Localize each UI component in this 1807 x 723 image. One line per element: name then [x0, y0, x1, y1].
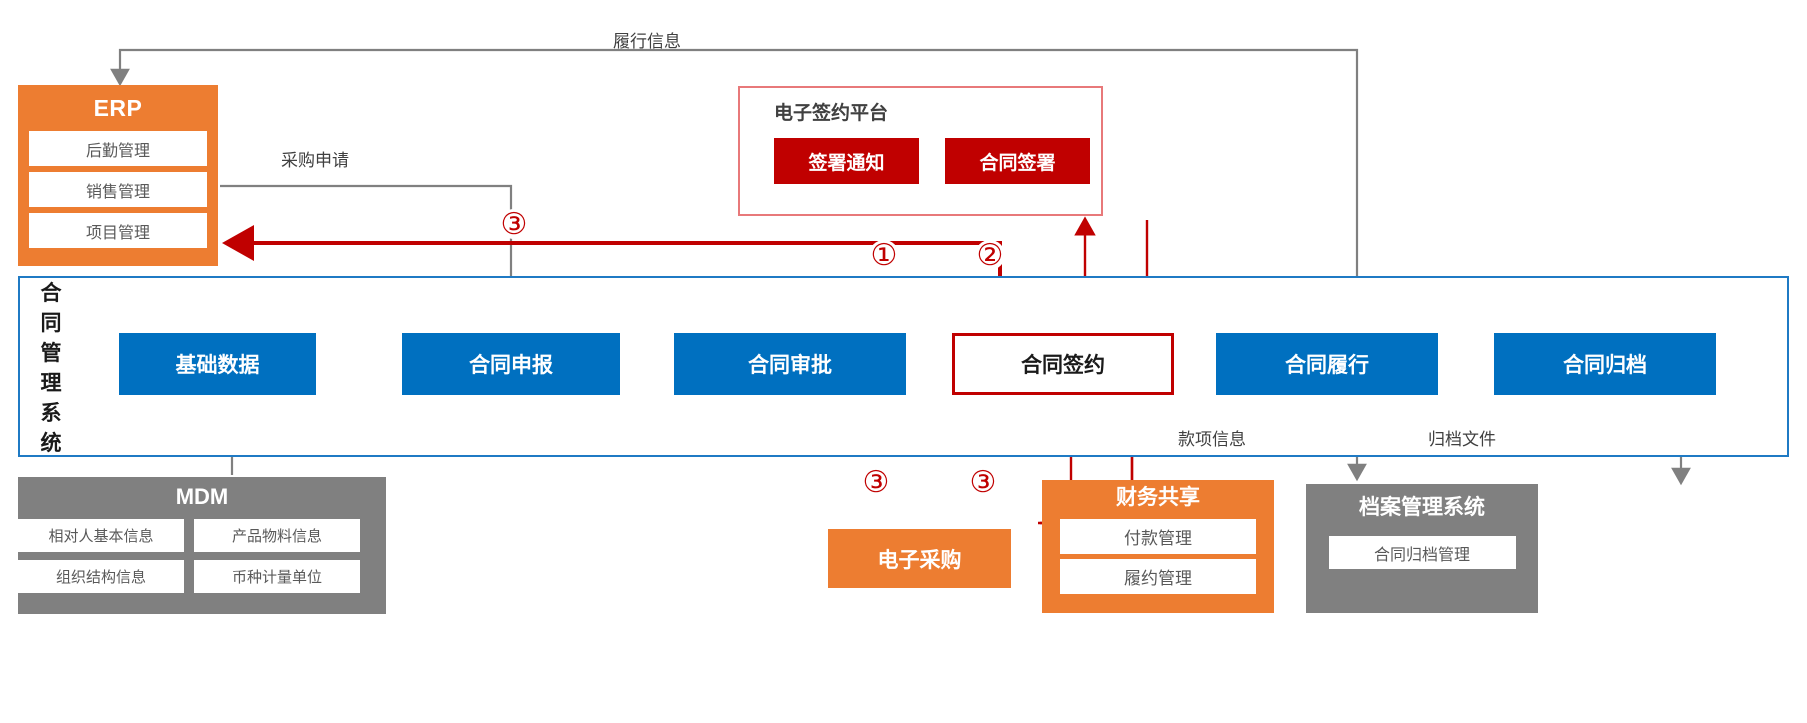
edge-label-purchase-request: 采购申请 — [281, 151, 349, 170]
cms-title-char-5: 系 — [40, 402, 62, 425]
mdm-item-org-structure-info[interactable]: 组织结构信息 — [18, 560, 184, 593]
esign-button-contract-sign[interactable]: 合同签署 — [945, 138, 1090, 184]
eprocurement-box[interactable]: 电子采购 — [828, 529, 1011, 588]
cms-title-char-6: 统 — [40, 432, 62, 455]
erp-title: ERP — [93, 95, 143, 121]
cms-box-contract-approval[interactable]: 合同审批 — [674, 333, 906, 395]
finance-item-performance-management[interactable]: 履约管理 — [1060, 559, 1256, 594]
erp-system-box[interactable]: ERP 后勤管理 销售管理 项目管理 — [18, 85, 218, 266]
cms-box-basic-data[interactable]: 基础数据 — [119, 333, 316, 395]
cms-box-contract-signing[interactable]: 合同签约 — [952, 333, 1174, 395]
esign-platform-title: 电子签约平台 — [774, 103, 889, 124]
archive-system-title: 档案管理系统 — [1359, 496, 1485, 519]
esign-button-row: 签署通知 合同签署 — [774, 138, 1090, 184]
edge-label-archive-file: 归档文件 — [1428, 430, 1496, 449]
mdm-title: MDM — [175, 484, 229, 509]
erp-item-project[interactable]: 项目管理 — [29, 213, 207, 248]
finance-shared-box[interactable]: 财务共享 付款管理 履约管理 — [1042, 480, 1274, 613]
mdm-item-grid: 相对人基本信息 产品物料信息 组织结构信息 币种计量单位 — [18, 519, 386, 593]
step-marker-three-left: ③ — [861, 464, 891, 500]
cms-box-contract-fulfillment[interactable]: 合同履行 — [1216, 333, 1438, 395]
step-marker-three-right: ③ — [968, 464, 998, 500]
esign-platform-panel: 电子签约平台 签署通知 合同签署 — [738, 86, 1103, 216]
finance-shared-title: 财务共享 — [1116, 486, 1200, 509]
cms-title-char-1: 合 — [40, 282, 62, 305]
cms-box-contract-archiving[interactable]: 合同归档 — [1494, 333, 1716, 395]
edge-label-payment-info: 款项信息 — [1178, 430, 1246, 449]
step-marker-one: ① — [869, 237, 899, 273]
cms-vertical-title: 合 同 管 理 系 统 — [36, 282, 66, 455]
erp-item-sales[interactable]: 销售管理 — [29, 172, 207, 207]
archive-management-system-box[interactable]: 档案管理系统 合同归档管理 — [1306, 484, 1538, 613]
step-marker-three-top: ③ — [499, 206, 529, 242]
mdm-system-box[interactable]: MDM 相对人基本信息 产品物料信息 组织结构信息 币种计量单位 — [18, 477, 386, 614]
finance-item-payment-management[interactable]: 付款管理 — [1060, 519, 1256, 554]
mdm-item-counterparty-info[interactable]: 相对人基本信息 — [18, 519, 184, 552]
archive-item-contract-archiving-management[interactable]: 合同归档管理 — [1328, 536, 1516, 569]
esign-button-sign-notice[interactable]: 签署通知 — [774, 138, 919, 184]
mdm-item-currency-unit[interactable]: 币种计量单位 — [194, 560, 360, 593]
mdm-item-product-material-info[interactable]: 产品物料信息 — [194, 519, 360, 552]
cms-title-char-4: 理 — [40, 372, 62, 395]
cms-title-char-3: 管 — [40, 342, 62, 365]
cms-box-contract-declaration[interactable]: 合同申报 — [402, 333, 620, 395]
cms-title-char-2: 同 — [40, 312, 62, 335]
edge-label-fulfillment-info: 履行信息 — [613, 32, 681, 51]
step-marker-two: ② — [975, 237, 1005, 273]
erp-item-logistics[interactable]: 后勤管理 — [29, 131, 207, 166]
